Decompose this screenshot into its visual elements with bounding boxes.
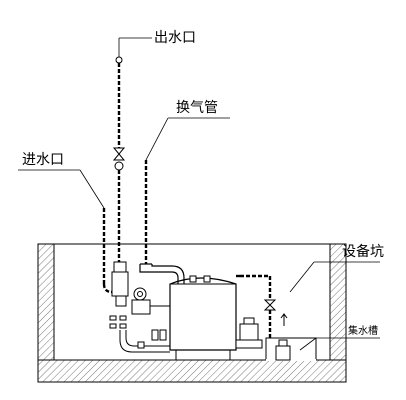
- vent-pipe: [139, 160, 185, 284]
- sump-label: 集水槽: [348, 324, 378, 337]
- sump-recess: [265, 337, 317, 361]
- auxiliary-pump: [235, 317, 263, 349]
- label-outlet: 出水口: [118, 30, 196, 57]
- vent-pipe-label: 换气管: [176, 99, 218, 116]
- label-inlet: 进水口: [18, 152, 105, 209]
- water-tank: [169, 275, 237, 360]
- equipment-pit-structure: [37, 243, 347, 383]
- label-equipment-pit: 设备坑: [289, 243, 384, 293]
- discharge-pipe: [236, 274, 288, 340]
- label-vent-pipe: 换气管: [145, 99, 230, 161]
- pump-assembly: [109, 261, 170, 353]
- inlet-label: 进水口: [22, 152, 64, 168]
- equipment-pit-label: 设备坑: [342, 243, 384, 260]
- label-sump: 集水槽: [299, 324, 380, 351]
- outlet-label: 出水口: [154, 30, 196, 46]
- outlet-pipe: [112, 56, 126, 262]
